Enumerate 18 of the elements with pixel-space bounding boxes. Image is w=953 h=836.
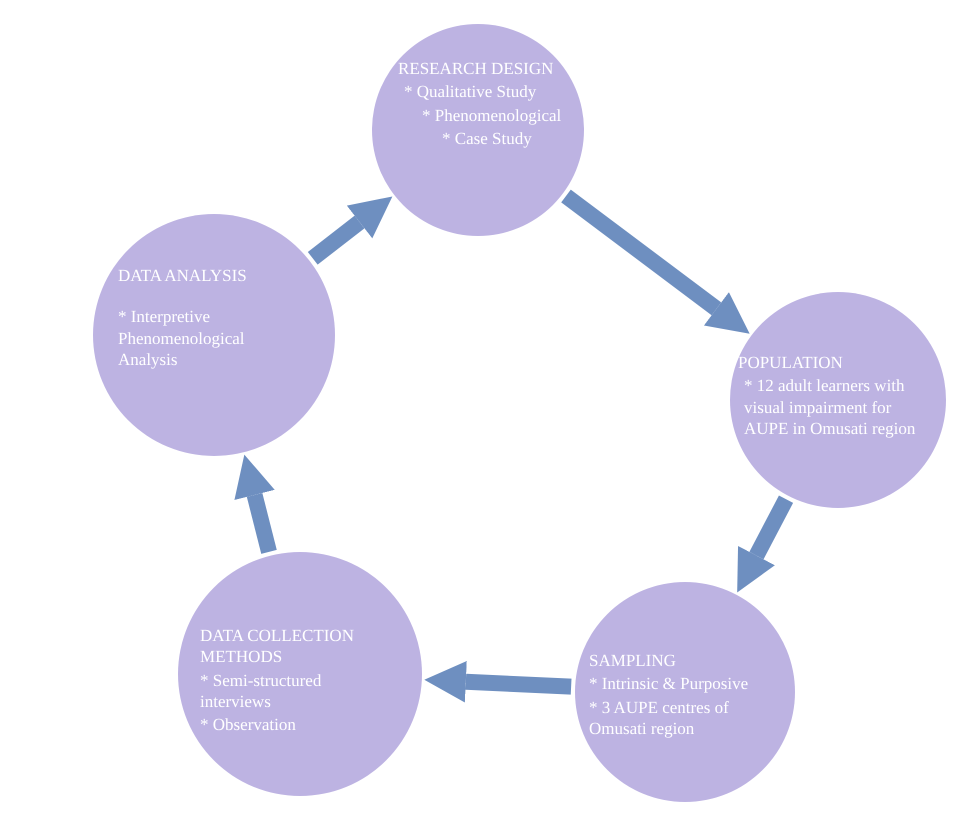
stage-heading: DATA ANALYSIS — [118, 265, 248, 286]
block-arrow — [234, 454, 277, 554]
stage-heading: POPULATION — [738, 352, 844, 374]
stage-item: * Phenomenological — [421, 104, 562, 126]
stage-item: * Observation — [200, 714, 297, 736]
stage-heading: SAMPLING — [589, 650, 677, 672]
stage-item: * Intrinsic & Purposive — [589, 673, 750, 694]
stage-item: * Qualitative Study — [403, 81, 538, 102]
stage-heading: RESEARCH DESIGN — [398, 58, 554, 80]
stage-item: * Interpretive Phenomenological Analysis — [118, 306, 246, 370]
stage-item: * Case Study — [441, 128, 533, 149]
stage-heading: DATA COLLECTION METHODS — [200, 625, 355, 668]
block-arrow — [424, 660, 572, 703]
block-arrow — [737, 495, 794, 592]
stage-item: * 12 adult learners with visual impairment for AUPE in Omusati region — [743, 375, 916, 439]
stage-item: * 3 AUPE centres of Omusati region — [589, 696, 730, 739]
stage-item: * Semi-structured interviews — [200, 670, 322, 712]
block-arrow — [561, 190, 750, 334]
